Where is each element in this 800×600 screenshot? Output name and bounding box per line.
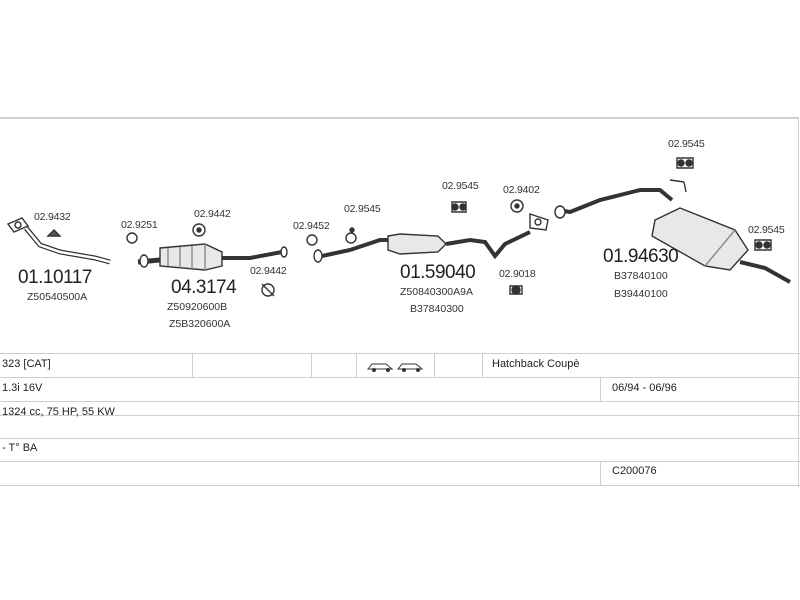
column-divider [356, 353, 357, 377]
oe-number: B39440100 [614, 288, 668, 300]
front-pipe-part [6, 217, 111, 265]
part-small-label: 02.9545 [668, 138, 705, 150]
table-row [0, 438, 800, 439]
part-small-label: 02.9442 [250, 265, 287, 277]
middle-silencer-part [306, 227, 531, 263]
part-number[interactable]: 01.94630 [603, 246, 679, 267]
oe-number: B37840100 [614, 270, 668, 282]
note-cell: - T° BA [2, 442, 38, 454]
table-row [0, 415, 800, 416]
part-small-label: 02.9442 [194, 208, 231, 220]
part-small-label: 02.9545 [442, 180, 479, 192]
table-row [0, 377, 800, 378]
part-small-label: 02.9018 [499, 268, 536, 280]
oe-number: Z50540500A [27, 291, 88, 303]
car-icon [366, 363, 424, 372]
part-number[interactable]: 04.3174 [171, 277, 237, 298]
part-number[interactable]: 01.59040 [400, 262, 476, 283]
oe-number: Z50920600B [167, 301, 228, 313]
part-number[interactable]: 01.10117 [18, 267, 92, 288]
table-row [0, 485, 800, 486]
oe-number: Z50840300A9A [400, 286, 473, 298]
engine-cell: 1.3i 16V [2, 382, 43, 394]
table-row [0, 401, 800, 402]
diagram-frame [0, 117, 799, 487]
column-divider [482, 353, 483, 377]
hangers-part [451, 199, 549, 295]
rear-silencer-part [554, 157, 791, 284]
table-row [0, 353, 800, 354]
part-small-label: 02.9545 [344, 203, 381, 215]
oe-number: B37840300 [410, 303, 464, 315]
code-cell: C200076 [612, 465, 657, 477]
column-divider [311, 353, 312, 377]
years-cell: 06/94 - 06/96 [612, 382, 677, 394]
spec-cell: 1324 cc, 75 HP, 55 KW [2, 406, 115, 418]
table-row [0, 461, 800, 462]
part-small-label: 02.9545 [748, 224, 785, 236]
catalytic-converter-part [126, 223, 288, 297]
column-divider [192, 353, 193, 377]
column-divider [600, 377, 601, 401]
part-small-label: 02.9452 [293, 220, 330, 232]
part-small-label: 02.9402 [503, 184, 540, 196]
vehicle-info-table: 323 [CAT] Hatchback Coupè 1.3i 16V 06/94… [0, 353, 800, 486]
part-small-label: 02.9251 [121, 219, 158, 231]
model-cell: 323 [CAT] [2, 358, 51, 370]
oe-number: Z5B320600A [169, 318, 231, 330]
column-divider [434, 353, 435, 377]
part-small-label: 02.9432 [34, 211, 71, 223]
column-divider [600, 461, 601, 485]
body-style-cell: Hatchback Coupè [492, 358, 580, 370]
